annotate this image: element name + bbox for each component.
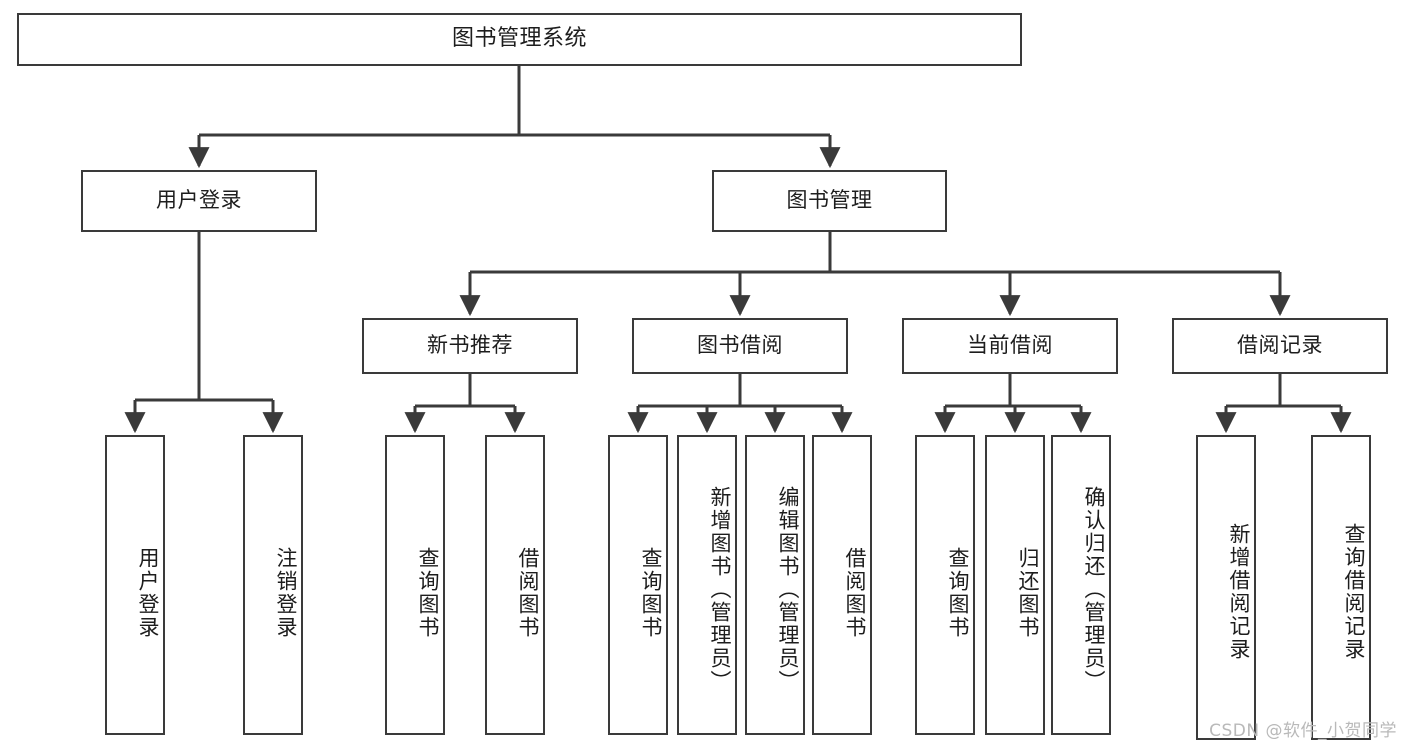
node-label: 用户登录	[156, 188, 242, 213]
leaf-edit-book-admin[interactable]: 编辑图书（管理员）	[745, 435, 805, 735]
leaf-confirm-return-admin[interactable]: 确认归还（管理员）	[1051, 435, 1111, 735]
leaf-user-login[interactable]: 用户登录	[105, 435, 165, 735]
leaf-add-borrow-record[interactable]: 新增借阅记录	[1196, 435, 1256, 740]
node-label: 查询图书	[639, 547, 663, 639]
node-label: 借阅图书	[843, 547, 867, 639]
leaf-query-book-current[interactable]: 查询图书	[915, 435, 975, 735]
node-label: 查询借阅记录	[1342, 522, 1366, 661]
watermark: CSDN @软件_小贺同学	[1209, 721, 1397, 741]
node-book-management[interactable]: 图书管理	[712, 170, 947, 232]
leaf-query-book-newbook[interactable]: 查询图书	[385, 435, 445, 735]
node-label: 用户登录	[136, 547, 160, 639]
node-label: 新增借阅记录	[1227, 522, 1251, 661]
node-label: 图书管理系统	[451, 26, 587, 52]
leaf-borrow-book-newbook[interactable]: 借阅图书	[485, 435, 545, 735]
node-label: 借阅记录	[1237, 333, 1323, 358]
leaf-return-book[interactable]: 归还图书	[985, 435, 1045, 735]
node-label: 查询图书	[416, 547, 440, 639]
node-label: 归还图书	[1016, 547, 1040, 639]
node-label: 查询图书	[946, 547, 970, 639]
node-current-borrow[interactable]: 当前借阅	[902, 318, 1118, 374]
leaf-borrow-book[interactable]: 借阅图书	[812, 435, 872, 735]
leaf-add-book-admin[interactable]: 新增图书（管理员）	[677, 435, 737, 735]
leaf-query-book-borrow[interactable]: 查询图书	[608, 435, 668, 735]
node-borrow-record[interactable]: 借阅记录	[1172, 318, 1388, 374]
node-label: 图书管理	[786, 188, 873, 213]
node-book-borrow[interactable]: 图书借阅	[632, 318, 848, 374]
node-label: 新书推荐	[427, 333, 513, 358]
node-user-login[interactable]: 用户登录	[81, 170, 317, 232]
node-label: 新增图书（管理员）	[708, 485, 732, 693]
node-label: 图书借阅	[697, 333, 783, 358]
node-label: 注销登录	[274, 547, 298, 639]
node-new-book-recommend[interactable]: 新书推荐	[362, 318, 578, 374]
node-root-book-management-system[interactable]: 图书管理系统	[17, 13, 1022, 66]
leaf-query-borrow-record[interactable]: 查询借阅记录	[1311, 435, 1371, 740]
node-label: 编辑图书（管理员）	[776, 485, 800, 693]
node-label: 借阅图书	[516, 547, 540, 639]
node-label: 当前借阅	[967, 333, 1053, 358]
node-label: 确认归还（管理员）	[1082, 485, 1106, 693]
leaf-logout-login[interactable]: 注销登录	[243, 435, 303, 735]
